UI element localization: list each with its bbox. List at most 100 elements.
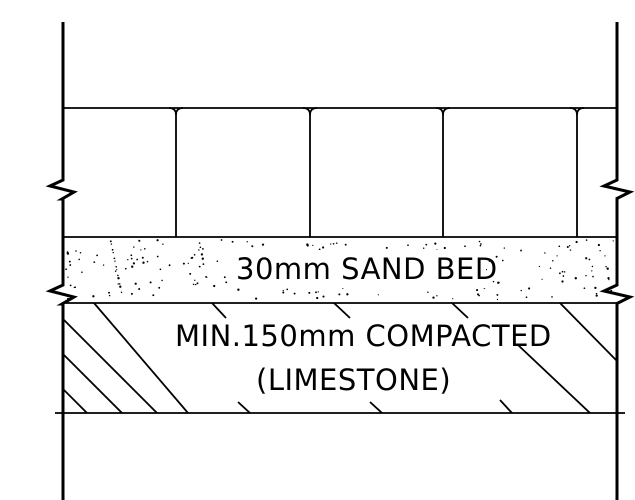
sand-dot (308, 291, 311, 294)
sand-dot (69, 284, 72, 287)
sand-dot (119, 285, 122, 288)
paving-units-layer (63, 107, 617, 237)
sand-dot (108, 291, 110, 294)
sand-dot (67, 276, 69, 278)
sand-dot (142, 261, 145, 264)
sand-dot (488, 260, 491, 262)
sand-dot (503, 247, 505, 249)
sand-dot (286, 288, 289, 291)
sand-dot (552, 259, 554, 262)
sand-dot (138, 288, 141, 290)
sand-dot (213, 284, 216, 288)
base-label-line2: (LIMESTONE) (256, 363, 451, 397)
sand-dot (124, 267, 127, 270)
sand-dot (568, 245, 571, 247)
sand-dot (544, 252, 546, 254)
sand-dot (102, 264, 105, 266)
sand-dot (261, 243, 265, 246)
sand-dot (140, 249, 142, 251)
sand-dot (592, 275, 594, 278)
sand-dot (479, 244, 482, 247)
sand-dot (563, 271, 566, 273)
base-label-line1: MIN.150mm COMPACTED (175, 319, 552, 353)
sand-dot (118, 283, 121, 285)
sand-dot (131, 265, 134, 268)
sand-dot (117, 277, 120, 280)
sand-dot (130, 292, 133, 295)
sand-dot (110, 243, 113, 245)
sand-dot (196, 282, 199, 285)
sand-dot (566, 245, 569, 249)
sand-dot (158, 286, 161, 289)
sand-dot (492, 280, 495, 283)
sand-dot (127, 259, 129, 261)
sand-dot (585, 257, 588, 260)
sand-dot (78, 258, 81, 261)
diagonal-hatch (64, 303, 616, 413)
sand-dot (130, 257, 133, 260)
sand-dot (73, 286, 75, 289)
sand-dot (436, 295, 438, 297)
sand-dot (322, 246, 325, 249)
sand-dot (116, 269, 118, 271)
sand-dot (194, 279, 196, 281)
sand-dot (496, 293, 499, 296)
paver-joint (168, 107, 177, 116)
sand-dot (561, 270, 564, 273)
paver-joint (569, 107, 578, 116)
sand-dot (67, 297, 69, 300)
sand-dot (282, 291, 285, 294)
sand-dot (338, 293, 341, 296)
sand-dot (146, 260, 149, 263)
sand-dot (113, 257, 116, 260)
sand-dot (520, 249, 522, 252)
sand-dot (332, 242, 335, 245)
sand-dot (282, 289, 284, 292)
sand-dot (134, 282, 137, 285)
sand-dot (237, 288, 240, 291)
sand-dot (346, 293, 349, 296)
sand-dot (132, 262, 135, 265)
sand-dot (202, 248, 204, 250)
sand-dot (66, 252, 70, 255)
sand-dot (152, 294, 155, 297)
sand-dot (476, 289, 479, 292)
sand-dot (193, 253, 196, 256)
sand-dot (595, 292, 598, 295)
sand-dot (223, 276, 226, 279)
sand-dot (558, 245, 561, 248)
sand-dot (599, 250, 601, 252)
sand-dot (306, 243, 309, 246)
sand-dot (195, 283, 197, 286)
sand-dot (561, 280, 564, 283)
sand-dot (68, 260, 71, 263)
sand-dot (585, 239, 588, 241)
sand-dot (192, 283, 195, 286)
sand-dot (202, 263, 205, 266)
paver-joint (576, 107, 585, 237)
sand-dot (112, 251, 114, 254)
sand-dot (251, 245, 254, 248)
sand-dot (330, 243, 332, 245)
sand-dot (117, 274, 119, 277)
sand-dot (168, 264, 171, 267)
sand-dot (610, 289, 613, 292)
sand-dot (605, 265, 607, 268)
sand-dot (115, 265, 118, 268)
paver-joint (442, 107, 451, 237)
sand-dot (225, 281, 228, 284)
sand-dot (556, 255, 558, 257)
sand-dot (501, 259, 504, 262)
sand-dot (344, 243, 347, 246)
sand-dot (117, 283, 119, 285)
sand-dot (377, 294, 380, 296)
sand-dot (497, 281, 500, 284)
sand-dot (141, 256, 144, 259)
sand-dot (149, 281, 152, 284)
sand-dot (591, 265, 594, 268)
sand-dot (604, 255, 606, 257)
sand-dot (189, 272, 192, 275)
sand-dot (130, 254, 133, 257)
sand-dot (198, 242, 201, 244)
sand-dot (606, 267, 609, 270)
